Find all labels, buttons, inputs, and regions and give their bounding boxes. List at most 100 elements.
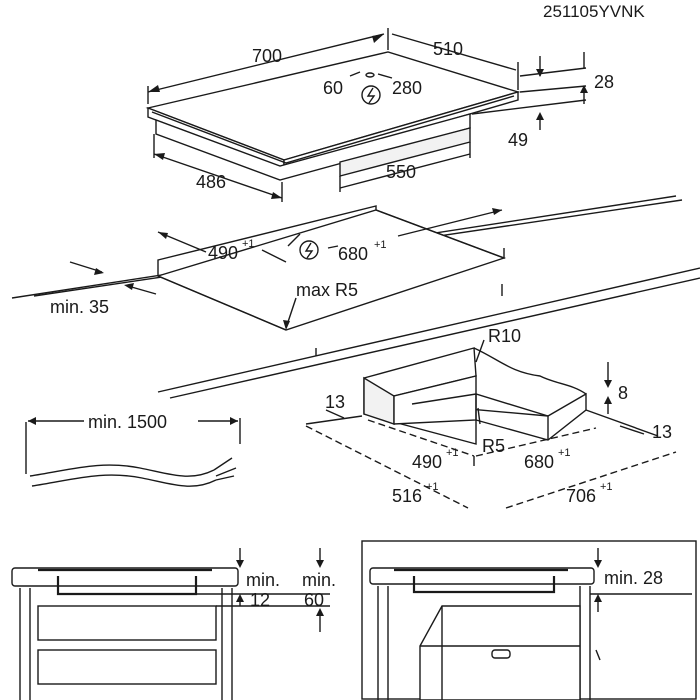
- dim-line-cutout-width: [397, 209, 503, 237]
- cable-line: [29, 464, 215, 477]
- hob-body-width-label: 550: [386, 162, 416, 182]
- arrow-down-icon: [536, 69, 544, 77]
- flush-mount-drawing: R10 R5 8 13 13 490 +1 680 +1 516 +1 706 …: [305, 326, 677, 509]
- hob-frame-line: [151, 95, 515, 164]
- cutout-front: [157, 275, 287, 331]
- lightning-bolt-icon: [304, 242, 314, 259]
- clearance-oven-label: min. 28: [604, 568, 663, 588]
- arrow-up-icon: [236, 594, 244, 602]
- worktop-section: [11, 567, 239, 587]
- hob-depth-label: 510: [433, 39, 463, 59]
- flush-inner-width-tolerance: +1: [558, 447, 571, 459]
- radius-leader: [475, 339, 485, 363]
- flush-outer-depth-label: 516: [392, 486, 422, 506]
- flush-inner-depth-tolerance: +1: [446, 447, 459, 459]
- flush-outer-width-label: 706: [566, 486, 596, 506]
- dim-ext-line: [305, 415, 363, 425]
- dim-line-inner-depth: [367, 419, 475, 457]
- dim-arrow-line: [619, 425, 645, 435]
- dim-arrow-line: [325, 409, 345, 419]
- document-code: 251105YVNK: [543, 2, 645, 21]
- arrow-icon: [230, 417, 238, 425]
- clearance-drawer-drawing: min. 12 min. 60: [11, 548, 336, 700]
- arrow-up-icon: [580, 85, 588, 93]
- oven-body: [419, 605, 581, 700]
- arrow-down-icon: [316, 560, 324, 568]
- worktop-edge: [157, 267, 700, 393]
- arrow-down-icon: [236, 560, 244, 568]
- cutout-width-tolerance: +1: [374, 239, 387, 251]
- arrow-down-icon: [594, 560, 602, 568]
- flush-outer-width-tolerance: +1: [600, 481, 613, 493]
- dim-line-hob-depth: [391, 33, 517, 71]
- dim-line-body-depth: [153, 153, 283, 199]
- arrow-icon: [492, 208, 502, 215]
- clearance-min-value-b: 60: [304, 590, 324, 610]
- cable-length-label: min. 1500: [88, 412, 167, 432]
- clearance-oven-drawing: min. 28: [361, 540, 697, 700]
- worktop-edge: [169, 277, 700, 399]
- dim-line-body-width: [339, 153, 471, 189]
- cutout-right-wall: [375, 209, 505, 260]
- hob-body-depth-label: 486: [196, 172, 226, 192]
- cable-wire-icon: [215, 467, 237, 477]
- dim-ext-line: [519, 85, 587, 93]
- arrow-up-icon: [316, 608, 324, 616]
- dim-ext-line: [585, 409, 659, 437]
- oven-handle-icon: [491, 649, 511, 659]
- conn-offset-right-label: 280: [392, 78, 422, 98]
- dim-line-cutout-depth: [261, 249, 287, 263]
- cable-wire-icon: [215, 475, 235, 481]
- cutout-width-label: 680: [338, 244, 368, 264]
- lightning-bolt-icon: [366, 87, 376, 104]
- conn-offset-left-label: 60: [323, 78, 343, 98]
- cable-wire-icon: [213, 457, 233, 471]
- dim-ext-line: [471, 99, 587, 115]
- drawer-lower: [37, 649, 217, 685]
- arrow-icon: [28, 417, 36, 425]
- cable-drawing: min. 1500: [25, 412, 241, 487]
- cutout-depth-tolerance: +1: [242, 238, 255, 250]
- arrow-icon: [94, 268, 104, 275]
- hob-thickness-label: 28: [594, 72, 614, 92]
- arrow-up-icon: [594, 594, 602, 602]
- drawer-upper: [37, 605, 217, 641]
- clearance-min-label-a: min.: [246, 570, 280, 590]
- arrow-icon: [124, 283, 134, 290]
- hob-drawing: 700 510 60 280 28 49 486 5: [145, 28, 614, 202]
- dim-line-inner-width: [475, 427, 597, 457]
- dim-leader: [349, 71, 361, 77]
- radius-leader: [477, 407, 481, 425]
- oven-detail: [595, 649, 601, 661]
- cable-line: [31, 474, 217, 487]
- flush-radius-outer-label: R10: [488, 326, 521, 346]
- arrow-up-icon: [604, 396, 612, 404]
- arrow-down-icon: [604, 380, 612, 388]
- cutout-drawing: 490 +1 680 +1 max R5 min. 35: [11, 195, 700, 399]
- cutout-radius-label: max R5: [296, 280, 358, 300]
- electric-symbol-icon: [361, 85, 381, 105]
- flush-rebate-depth-label: 8: [618, 383, 628, 403]
- electric-symbol-icon: [299, 240, 319, 260]
- flush-wavy-edge: [473, 347, 587, 395]
- arrow-up-icon: [536, 112, 544, 120]
- cutout-back-wall: [157, 205, 377, 276]
- hob-body-section: [412, 576, 556, 594]
- clearance-min-label-b: min.: [302, 570, 336, 590]
- dim-ext-line: [519, 67, 587, 77]
- cutout-opening: [155, 209, 507, 331]
- dim-line-hob-width: [147, 33, 385, 93]
- flush-rebate-left-label: 13: [325, 392, 345, 412]
- clearance-min-value-a: 12: [250, 590, 270, 610]
- connection-point-icon: [365, 72, 375, 78]
- arrow-icon: [158, 232, 168, 239]
- arrow-icon: [154, 153, 165, 160]
- cutout-depth-label: 490: [208, 243, 238, 263]
- arrow-icon: [372, 34, 384, 43]
- arrow-icon: [283, 320, 290, 330]
- flush-inner-width-label: 680: [524, 452, 554, 472]
- dim-line-outer-width: [505, 451, 677, 509]
- flush-outer-depth-tolerance: +1: [426, 481, 439, 493]
- arrow-icon: [148, 85, 160, 92]
